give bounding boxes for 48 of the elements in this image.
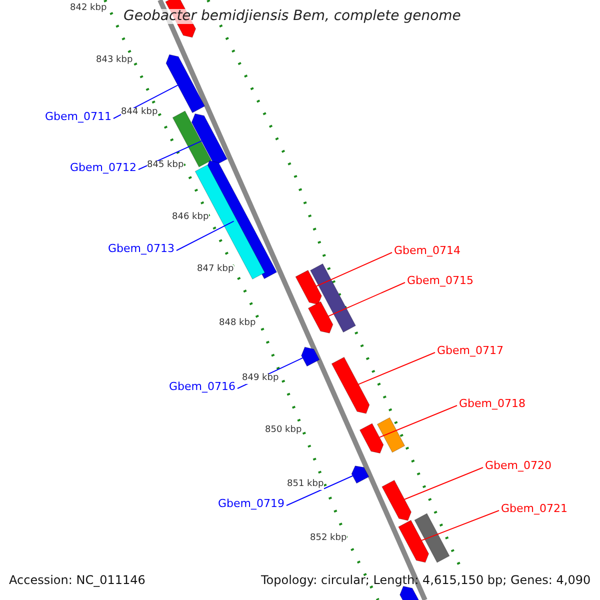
- leader-line: [358, 352, 436, 385]
- position-label: 847 kbp: [197, 265, 234, 275]
- gene-feature: [382, 480, 412, 521]
- position-label: 848 kbp: [219, 319, 256, 329]
- gene-label: Gbem_0716: [169, 381, 236, 394]
- gene-label: Gbem_0711: [45, 111, 112, 124]
- gene-feature: [351, 466, 370, 484]
- gene-feature: [376, 417, 406, 453]
- gene-feature: [400, 586, 420, 600]
- leader-line: [328, 282, 406, 317]
- gene-feature: [295, 270, 322, 305]
- gene-feature: [398, 520, 430, 563]
- gene-label: Gbem_0719: [218, 498, 284, 510]
- leader-line: [316, 252, 392, 287]
- gene-label: Gbem_0713: [108, 243, 174, 256]
- position-label: 842 kbp: [70, 4, 107, 14]
- gene-label: Gbem_0717: [437, 345, 504, 358]
- gene-label: Gbem_0718: [459, 398, 526, 410]
- gene-feature: [191, 113, 228, 166]
- gene-feature: [301, 346, 320, 367]
- gene-label: Gbem_0714: [394, 245, 460, 258]
- position-label: 852 kbp: [310, 534, 347, 544]
- leader-line: [379, 405, 458, 438]
- leader-line: [404, 467, 484, 500]
- position-label: 844 kbp: [121, 108, 158, 118]
- accession-text: Accession: NC_011146: [9, 574, 146, 588]
- position-label: 851 kbp: [287, 480, 324, 490]
- gene-feature: [310, 263, 356, 333]
- gene-feature: [331, 356, 370, 414]
- genome-info-text: Topology: circular; Length: 4,615,150 bp; Genes: 4,090: [261, 574, 591, 588]
- leader-line: [286, 475, 354, 506]
- gene-label: Gbem_0720: [485, 460, 552, 472]
- position-label: 850 kbp: [265, 426, 302, 436]
- gene-label: Gbem_0721: [501, 503, 568, 516]
- position-label: 849 kbp: [242, 374, 279, 384]
- gene-feature: [308, 301, 334, 334]
- leader-line: [176, 220, 234, 251]
- gene-label: Gbem_0712: [70, 162, 136, 174]
- position-label: 846 kbp: [172, 213, 209, 223]
- gene-feature: [414, 513, 450, 563]
- gene-feature: [166, 54, 206, 114]
- gene-feature: [359, 423, 384, 454]
- diagram-title: Geobacter bemidjiensis Bem, complete genome: [122, 9, 463, 24]
- leader-line: [421, 510, 500, 541]
- gene-feature: [194, 164, 266, 280]
- position-label: 843 kbp: [96, 56, 133, 66]
- gene-label: Gbem_0715: [407, 275, 474, 288]
- position-label: 845 kbp: [147, 161, 184, 171]
